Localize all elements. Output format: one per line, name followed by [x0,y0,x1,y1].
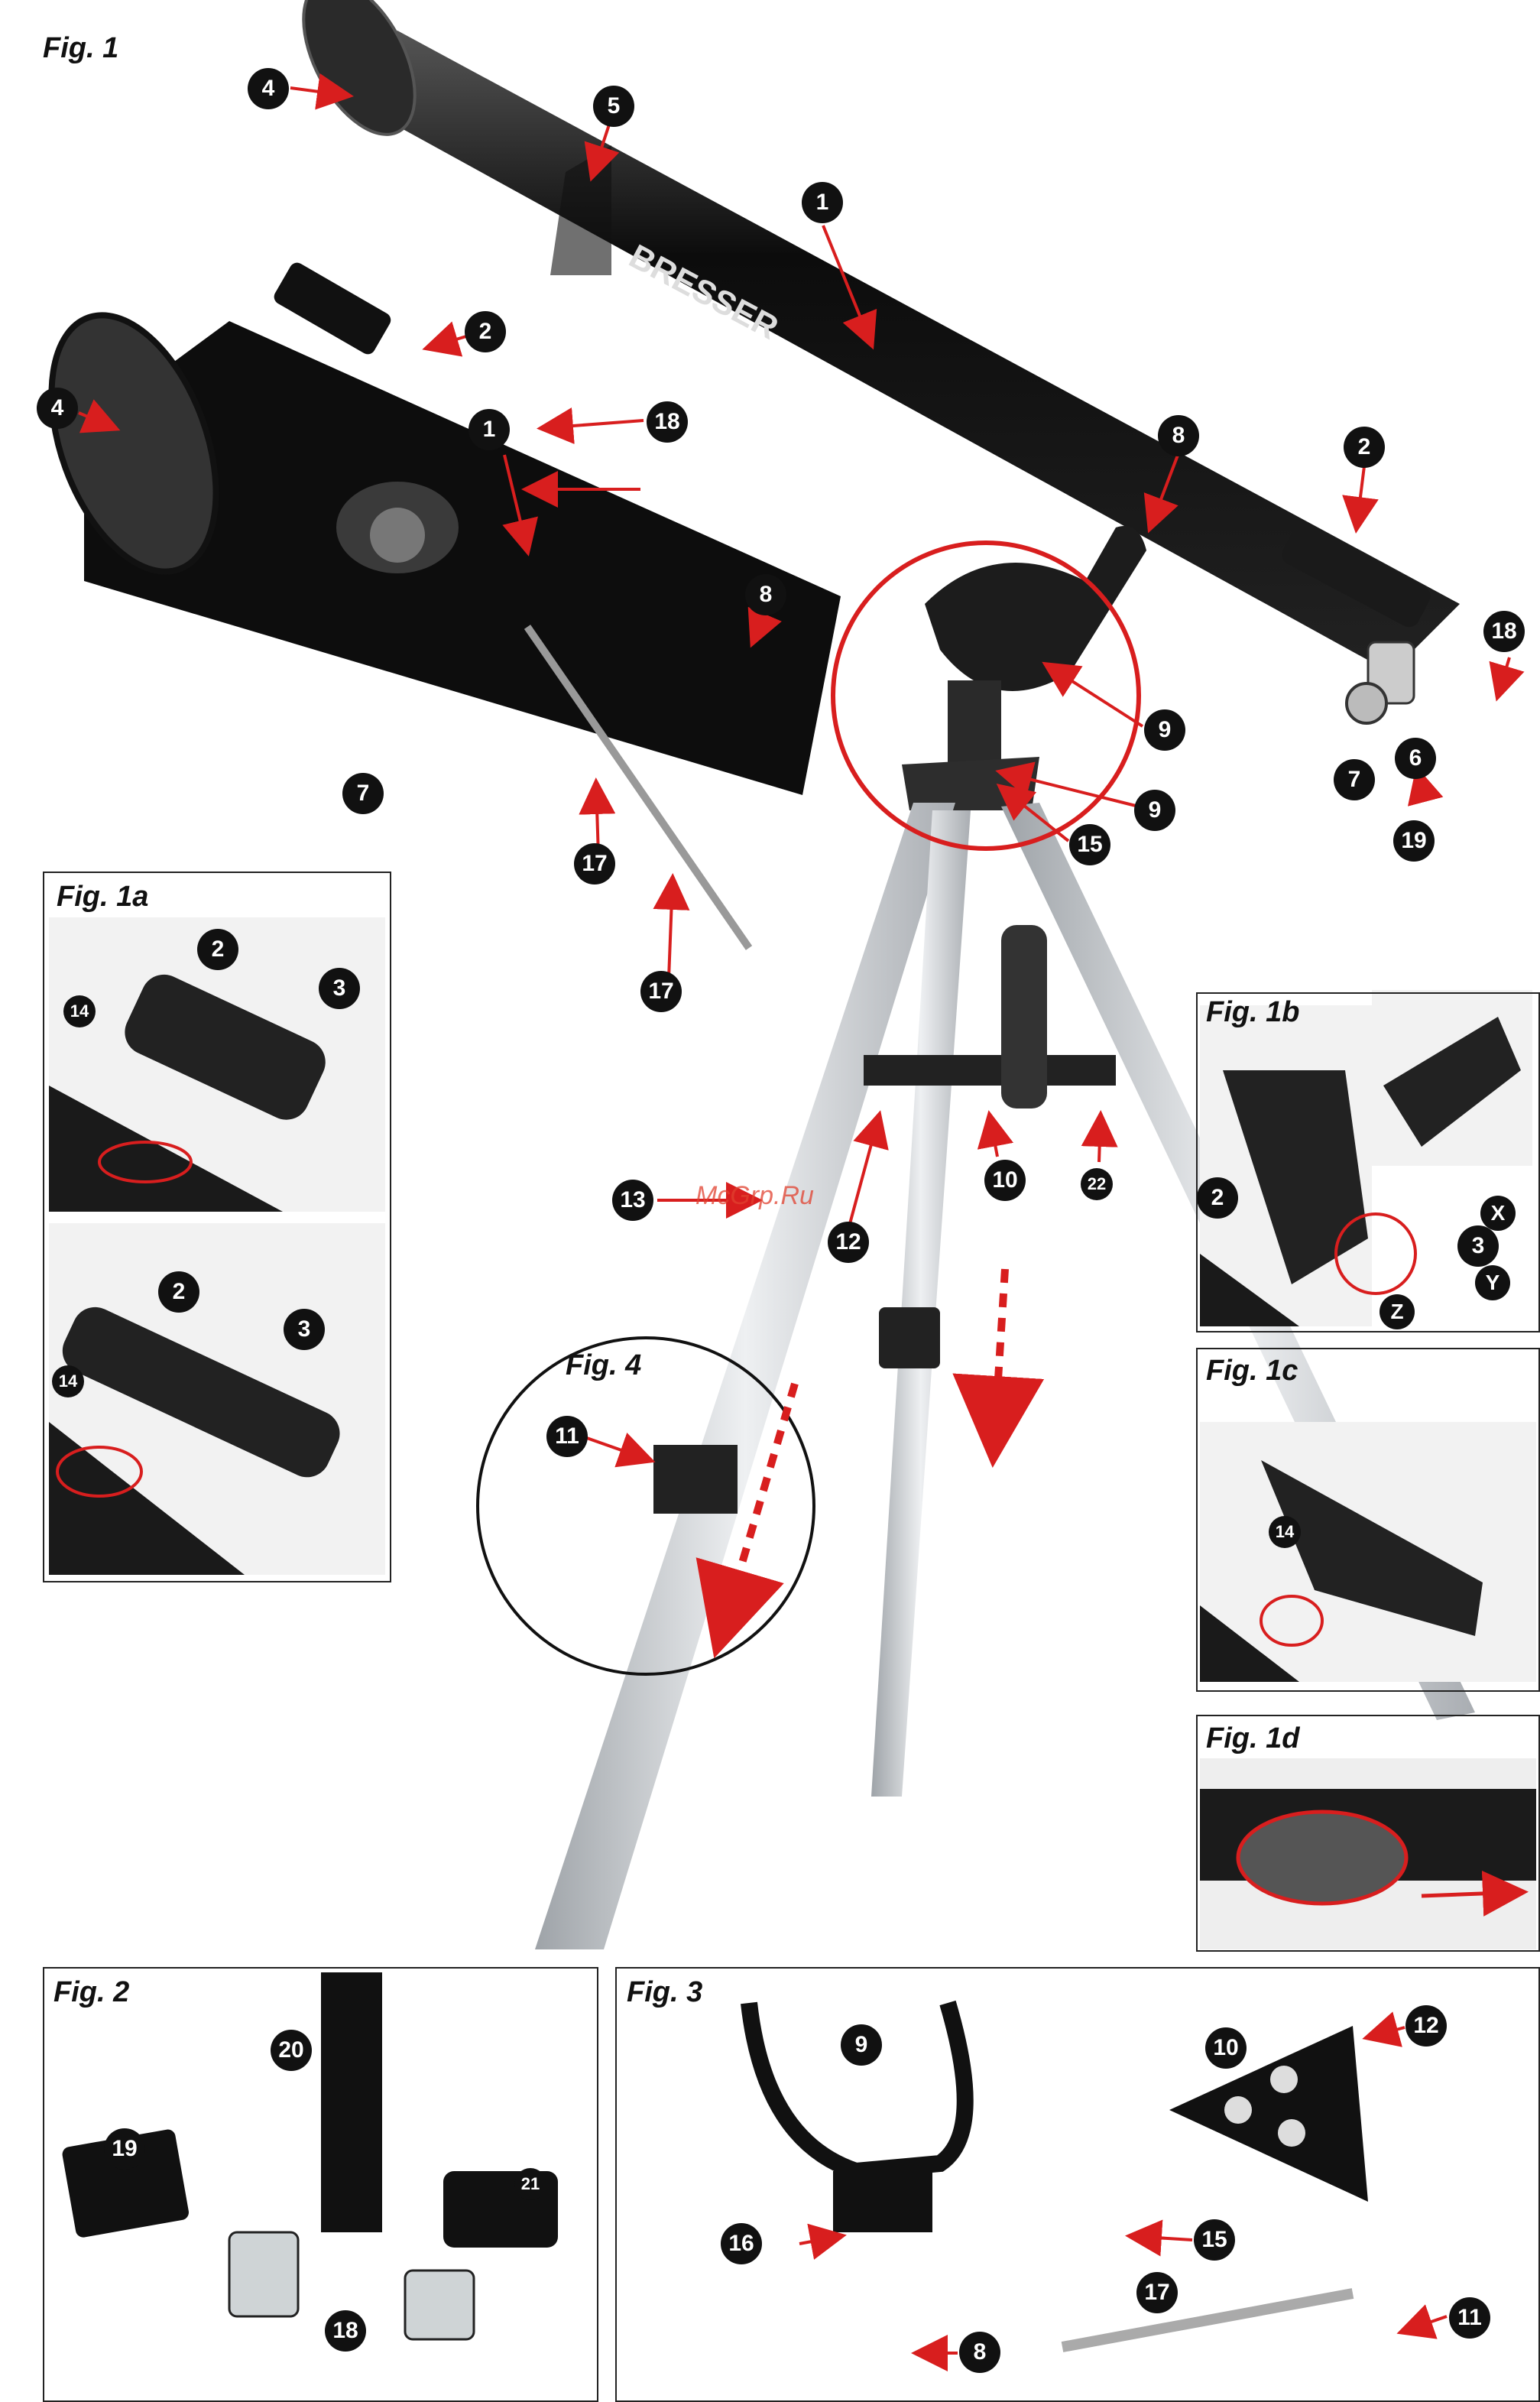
callout-20: 20 [271,2030,312,2071]
callout-3: 3 [319,968,360,1009]
callout-17: 17 [1136,2272,1178,2313]
callout-6: 6 [1395,738,1436,779]
callout-12: 12 [828,1222,869,1263]
callout-10: 10 [1205,2027,1247,2069]
fig3-title: Fig. 3 [627,1976,702,2009]
callout-9: 9 [1134,790,1175,831]
callout-15: 15 [1069,824,1110,865]
fig2-title: Fig. 2 [53,1976,129,2009]
callout-15: 15 [1194,2219,1235,2261]
callout-21: 21 [514,2168,546,2200]
callout-2: 2 [465,311,506,352]
callout-19: 19 [104,2128,145,2170]
callout-22: 22 [1081,1168,1113,1200]
callout-18: 18 [325,2310,366,2352]
callout-11: 11 [546,1416,588,1457]
callout-19: 19 [1393,820,1435,862]
callout-z: Z [1380,1294,1415,1329]
callout-2: 2 [158,1271,199,1313]
callout-1: 1 [468,409,510,450]
fig1c-title: Fig. 1c [1206,1355,1298,1388]
callout-18: 18 [1483,611,1525,652]
callout-9: 9 [1144,709,1185,751]
callout-16: 16 [721,2223,762,2264]
callout-3: 3 [284,1309,325,1350]
fig1-title: Fig. 1 [43,32,118,65]
callout-17: 17 [574,843,615,885]
callout-12: 12 [1405,2005,1447,2047]
fig1c-panel [1196,1348,1540,1692]
callout-2: 2 [1197,1177,1238,1219]
callout-y: Y [1475,1265,1510,1300]
callout-14: 14 [63,995,96,1027]
fig4-title: Fig. 4 [566,1349,641,1382]
callout-17: 17 [640,971,682,1012]
mount-head [902,526,1146,810]
callout-8: 8 [745,574,786,615]
callout-7: 7 [1334,759,1375,800]
fig1d-title: Fig. 1d [1206,1722,1299,1755]
callout-18: 18 [647,401,688,443]
callout-14: 14 [1269,1516,1301,1548]
callout-2: 2 [1344,427,1385,468]
callout-2: 2 [197,929,238,970]
callout-13: 13 [612,1180,653,1221]
reflector-tube [20,260,841,948]
callout-8: 8 [959,2332,1000,2373]
fig3-panel [615,1967,1540,2402]
callout-1: 1 [802,182,843,223]
callout-7: 7 [342,773,384,814]
callout-10: 10 [984,1160,1026,1201]
callout-4: 4 [37,388,78,429]
callout-x: X [1480,1196,1516,1231]
callout-9: 9 [841,2024,882,2066]
watermark: McGrp.Ru [695,1181,814,1211]
callout-4: 4 [248,68,289,109]
callout-5: 5 [593,86,634,127]
callout-3: 3 [1457,1225,1499,1267]
callout-11: 11 [1449,2297,1490,2339]
fig1a-title: Fig. 1a [57,881,148,914]
callout-14: 14 [52,1365,84,1397]
callout-8: 8 [1158,415,1199,456]
fig1b-title: Fig. 1b [1206,996,1299,1029]
